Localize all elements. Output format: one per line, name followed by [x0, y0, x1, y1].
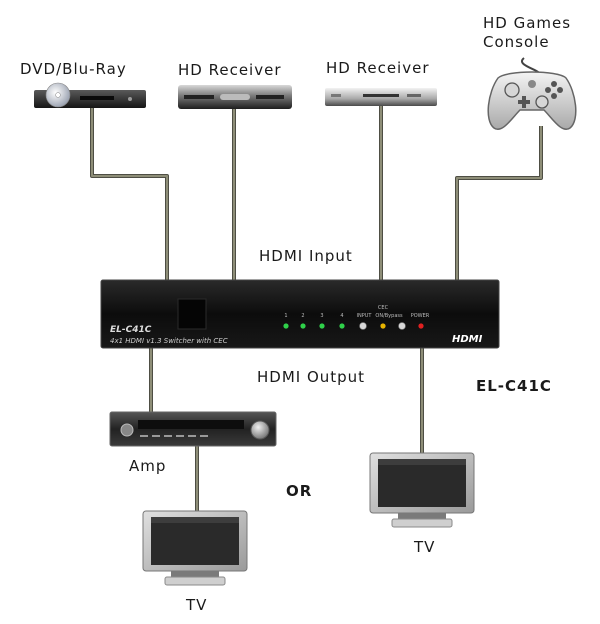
power-label: POWER — [411, 313, 430, 319]
dvd-player-device — [34, 82, 146, 108]
led-port-3 — [319, 323, 325, 329]
input-button-label: INPUT — [357, 313, 373, 319]
cec-button — [398, 322, 406, 330]
tv-left-label: TV — [186, 596, 208, 614]
port-3-label: 3 — [320, 313, 323, 319]
amp-device — [109, 411, 277, 447]
amp-label: Amp — [129, 457, 167, 475]
tv-right-device — [369, 452, 475, 528]
hd-receiver-1-device — [178, 85, 292, 109]
game-controller-device — [487, 57, 577, 131]
dvd-label: DVD/Blu-Ray — [20, 60, 127, 78]
tv-left-device — [142, 510, 248, 586]
tv-right-label: TV — [414, 538, 436, 556]
cable-games — [455, 126, 543, 280]
cable-dvd — [90, 107, 169, 280]
hd-receiver-2-device — [325, 88, 437, 106]
switcher-model: EL-C41C — [110, 325, 152, 335]
led-port-2 — [300, 323, 306, 329]
led-port-4 — [339, 323, 345, 329]
receiver2-label: HD Receiver — [326, 59, 430, 77]
port-4-label: 4 — [340, 313, 343, 319]
switcher-subtitle: 4x1 HDMI v1.3 Switcher with CEC — [110, 337, 228, 345]
led-port-1 — [283, 323, 289, 329]
input-button — [359, 322, 367, 330]
hdmi-logo: HDMI — [452, 334, 483, 345]
hdmi-input-label: HDMI Input — [259, 247, 353, 265]
model-caption: EL-C41C — [476, 377, 552, 395]
games-label-line1: HD Games — [483, 14, 572, 32]
cec-led — [380, 323, 386, 329]
port-2-label: 2 — [301, 313, 304, 319]
receiver1-label: HD Receiver — [178, 61, 282, 79]
switcher-device: EL-C41C 4x1 HDMI v1.3 Switcher with CEC … — [100, 279, 500, 349]
cec-label: CEC — [378, 305, 389, 311]
or-label: OR — [286, 482, 313, 500]
hdmi-output-label: HDMI Output — [257, 368, 366, 386]
power-led — [418, 323, 424, 329]
games-label-line2: Console — [483, 33, 550, 51]
port-1-label: 1 — [284, 313, 287, 319]
cec-bypass-label: ON/Bypass — [375, 313, 403, 319]
